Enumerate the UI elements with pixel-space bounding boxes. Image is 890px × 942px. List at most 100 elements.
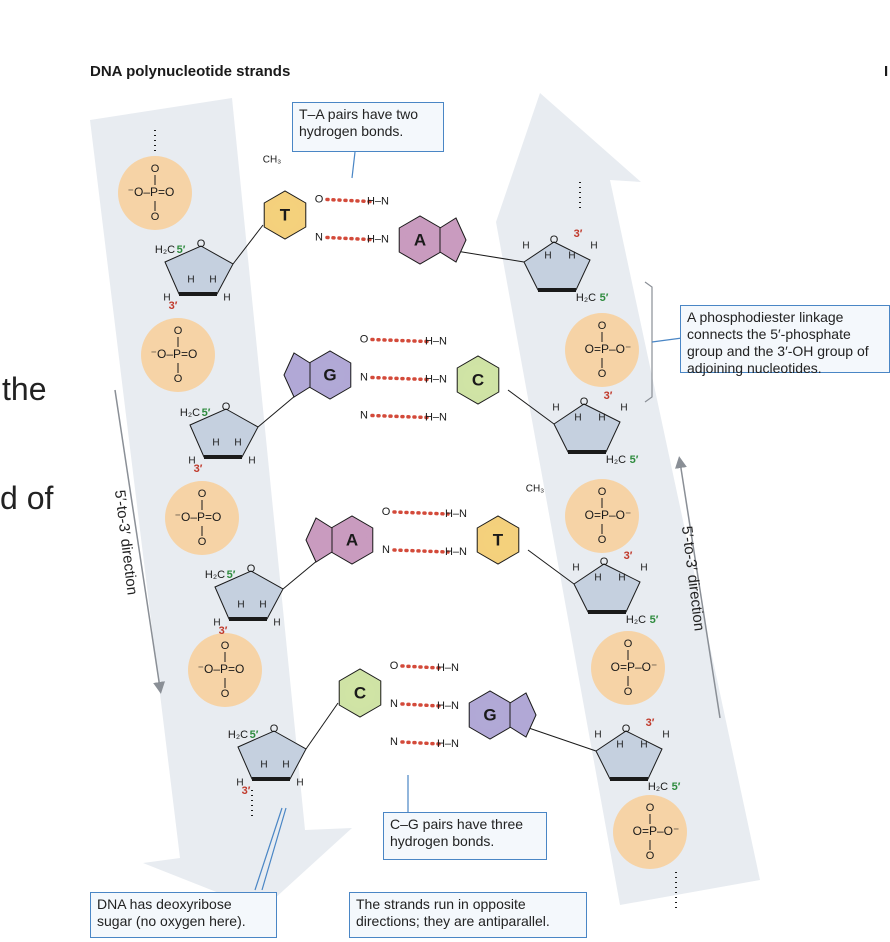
base-five-ring: [509, 692, 537, 738]
five-prime-label: 5′: [202, 407, 211, 419]
hydrogen-bond: [400, 664, 442, 670]
base-letter-T: T: [280, 205, 291, 224]
phosphate-oxygen: O: [221, 688, 230, 700]
three-prime-label: 3′: [219, 625, 228, 637]
phosphate-circle: [118, 156, 192, 230]
hydrogen: H: [213, 618, 220, 629]
deoxyribose-callout: DNA has deoxyribose sugar (no oxygen her…: [90, 892, 277, 938]
cropped-text-fragment: the: [2, 371, 47, 407]
hydrogen: H: [522, 241, 529, 252]
ch2-label: H₂C: [606, 454, 626, 466]
hydrogen-bond: [325, 197, 372, 204]
hydrogen: H: [640, 563, 647, 574]
five-prime-label: 5′: [227, 569, 236, 581]
glycosidic-bond: [507, 389, 555, 425]
sugar-ring: [573, 563, 641, 613]
hydrogen: H: [568, 251, 575, 262]
sugar-oxygen: O: [580, 396, 589, 408]
base-five-ring: [283, 352, 311, 398]
five-prime-label: 5′: [177, 244, 186, 256]
bond-atom: N: [390, 698, 398, 710]
hydrogen: H: [640, 740, 647, 751]
phosphate-oxygen: O: [174, 325, 183, 337]
left-direction-arrow: [114, 389, 166, 694]
base-ring-center: [337, 525, 367, 555]
phosphate-circle: [565, 479, 639, 553]
bond-atom: H–N: [367, 195, 389, 207]
ch2-label: H₂C: [648, 781, 668, 793]
phosphate-label: ⁻O–P=O: [151, 347, 198, 361]
diagram-title: DNA polynucleotide strands: [90, 63, 291, 80]
ch2-label: H₂C: [576, 292, 596, 304]
bond-atom: N: [315, 231, 323, 243]
three-prime-label: 3′: [646, 717, 655, 729]
hydrogen: H: [618, 573, 625, 584]
hydrogen: H: [296, 778, 303, 789]
phosphodiester-callout: A phosphodiester linkage connects the 5′…: [680, 305, 890, 376]
deoxy-callout-connector: [254, 807, 283, 891]
hydrogen: H: [620, 403, 627, 414]
bond-atom: O: [315, 193, 324, 205]
hydrogen: H: [187, 275, 194, 286]
ch2-label: H₂C: [180, 407, 200, 419]
phosphate-label: O=P–O⁻: [585, 342, 632, 356]
base-five-ring: [305, 517, 333, 563]
bond-atom: H–N: [437, 700, 459, 712]
phosphate-oxygen: O: [598, 368, 607, 380]
bond-atom: H–N: [437, 662, 459, 674]
hydrogen-bond: [370, 337, 430, 344]
hydrogen: H: [544, 251, 551, 262]
phosphate-oxygen: O: [646, 850, 655, 862]
phosphate-oxygen: O: [151, 211, 160, 223]
bond-atom: N: [382, 544, 390, 556]
hydrogen-bond: [370, 413, 430, 420]
phosphate-circle: [591, 631, 665, 705]
base-five-ring: [439, 217, 467, 263]
ch2-label: H₂C: [155, 244, 175, 256]
base-ring-center: [463, 365, 493, 395]
three-prime-label: 3′: [242, 785, 251, 797]
hydrogen: H: [259, 600, 266, 611]
hydrogen-bond: [392, 548, 450, 554]
right-direction-arrow: [674, 456, 721, 719]
bond-atom: O: [360, 333, 369, 345]
bond-atom: H–N: [445, 508, 467, 520]
hydrogen: H: [598, 413, 605, 424]
ch2-label: H₂C: [228, 729, 248, 741]
five-prime-label: 5′: [250, 729, 259, 741]
bond-atom: H–N: [425, 411, 447, 423]
glycosidic-bond: [449, 249, 525, 263]
glycosidic-bond: [527, 549, 575, 585]
sugar-oxygen: O: [222, 401, 231, 413]
sugar-ring: [237, 730, 307, 780]
hydrogen: H: [260, 760, 267, 771]
base-ring-center: [345, 678, 375, 708]
methyl-label: CH₃: [263, 155, 282, 166]
hydrogen-bond: [400, 740, 442, 746]
phosphate-oxygen: O: [198, 536, 207, 548]
phosphate-oxygen: O: [151, 163, 160, 175]
base-letter-T: T: [493, 530, 504, 549]
hydrogen: H: [212, 438, 219, 449]
phosphate-label: ⁻O–P=O: [128, 185, 175, 199]
bond-atom: O: [382, 506, 391, 518]
hydrogen: H: [552, 403, 559, 414]
phosphate-oxygen: O: [598, 320, 607, 332]
sugar-ring: [523, 241, 591, 291]
bond-atom: N: [360, 409, 368, 421]
ta-pairs-callout: T–A pairs have two hydrogen bonds.: [292, 102, 444, 152]
base-letter-G: G: [323, 365, 336, 384]
sugar-oxygen: O: [247, 563, 256, 575]
cropped-text-fragment: d of: [0, 480, 54, 516]
base-ring-center: [405, 225, 435, 255]
base-letter-A: A: [414, 230, 426, 249]
sugar-oxygen: O: [197, 238, 206, 250]
ta-callout-connector: [351, 151, 356, 179]
cg-pairs-callout: C–G pairs have three hydrogen bonds.: [383, 812, 547, 860]
base-ring-center: [270, 200, 300, 230]
base-letter-A: A: [346, 530, 358, 549]
sugar-ring: [553, 403, 621, 453]
antiparallel-callout: The strands run in opposite directions; …: [349, 892, 587, 938]
hydrogen-bond: [370, 375, 430, 382]
phosphate-circle: [141, 318, 215, 392]
